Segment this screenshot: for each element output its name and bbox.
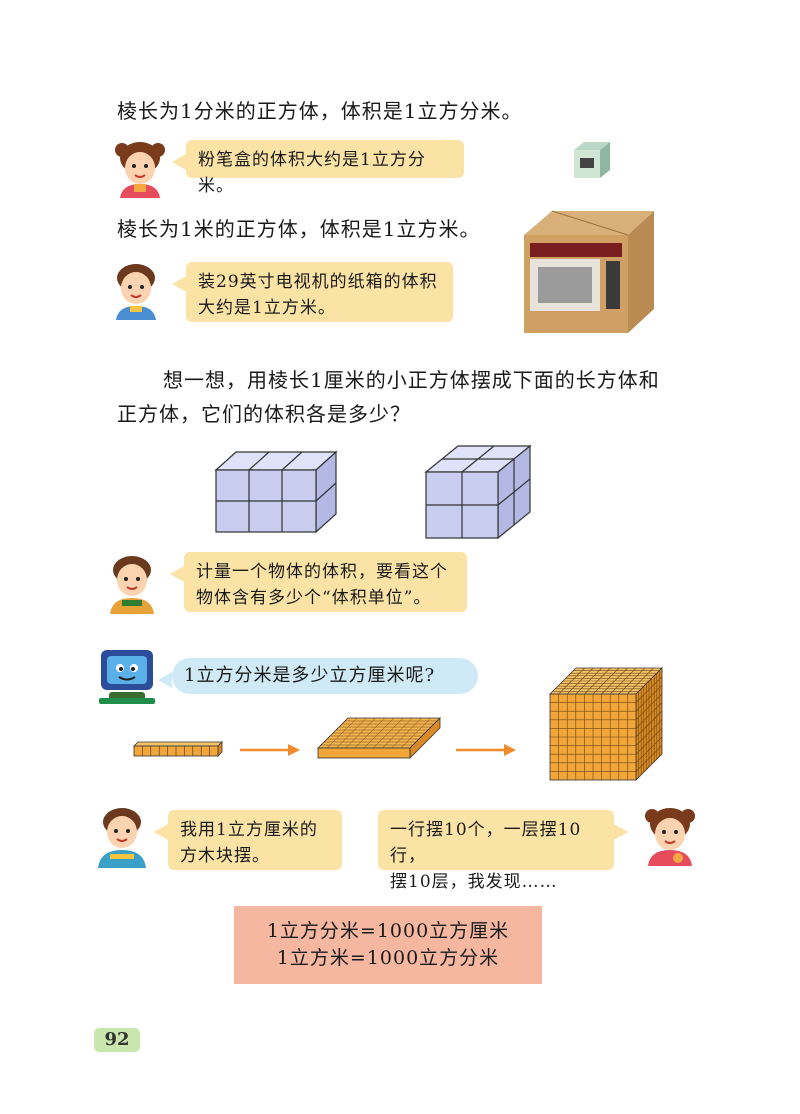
computer-mascot-icon	[99, 650, 155, 704]
boy-icon	[116, 264, 156, 320]
cube-row-figure	[133, 741, 223, 757]
bubble-chalk-box-text: 粉笔盒的体积大约是1立方分米。	[198, 150, 426, 196]
text-think-line2: 正方体，它们的体积各是多少？	[117, 402, 411, 426]
bubble-boy-say: 我用1立方厘米的 方木块摆。	[154, 810, 342, 870]
bubble-girl-say-line1: 一行摆10个，一层摆10行，	[390, 820, 582, 866]
formula-dm3-cm3: 1立方分米=1000立方厘米	[266, 920, 510, 942]
big-cube-figure	[549, 667, 663, 781]
arrow-right-icon	[456, 744, 516, 756]
bubble-tv-box-line1: 装29英寸电视机的纸箱的体积	[198, 272, 438, 292]
cube-layer-figure	[317, 717, 441, 759]
boy-icon	[110, 556, 154, 614]
bubble-boy-say-line1: 我用1立方厘米的	[180, 820, 318, 840]
bubble-boy-say-line2: 方木块摆。	[180, 846, 270, 866]
bubble-question: 1立方分米是多少立方厘米呢?	[158, 658, 478, 694]
bubble-girl-say: 一行摆10个，一层摆10行， 摆10层，我发现……	[378, 810, 628, 892]
bubble-measure-line2: 物体含有多少个“体积单位”。	[196, 588, 432, 608]
bubble-tv-box: 装29英寸电视机的纸箱的体积 大约是1立方米。	[172, 262, 453, 322]
girl-icon	[645, 808, 695, 866]
text-m3-definition: 棱长为1米的正方体，体积是1立方米。	[117, 217, 481, 241]
bubble-tv-box-line2: 大约是1立方米。	[198, 298, 336, 318]
text-think-line1: 想一想，用棱长1厘米的小正方体摆成下面的长方体和	[163, 368, 660, 392]
formula-m3-dm3: 1立方米=1000立方分米	[276, 947, 500, 969]
arrow-right-icon	[240, 744, 300, 756]
text-dm3-definition: 棱长为1分米的正方体，体积是1立方分米。	[117, 99, 523, 123]
bubble-chalk-box: 粉笔盒的体积大约是1立方分米。	[172, 140, 464, 196]
bubble-question-text: 1立方分米是多少立方厘米呢?	[184, 665, 436, 686]
girl-icon	[115, 142, 165, 198]
chalk-box-icon	[574, 142, 610, 178]
boy-icon	[98, 808, 146, 868]
cuboid-figure	[214, 450, 338, 534]
bubble-measure: 计量一个物体的体积，要看这个 物体含有多少个“体积单位”。	[170, 552, 467, 612]
bubble-measure-line1: 计量一个物体的体积，要看这个	[196, 562, 448, 582]
tv-carton-icon	[524, 210, 654, 333]
bubble-girl-say-line2: 摆10层，我发现……	[390, 872, 558, 892]
formula-box: 1立方分米=1000立方厘米 1立方米=1000立方分米	[234, 906, 542, 984]
cube-figure	[424, 444, 532, 540]
page-number: 92	[94, 1028, 140, 1052]
